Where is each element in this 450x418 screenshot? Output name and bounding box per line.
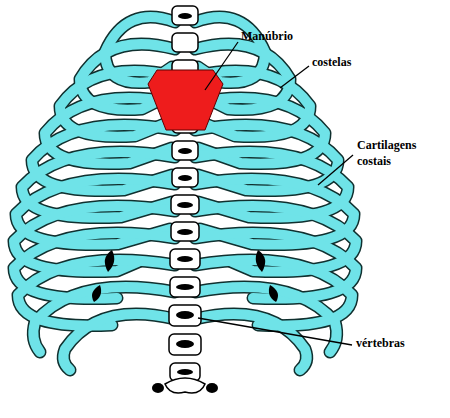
- ribs: [14, 17, 356, 370]
- manubrium: [148, 70, 223, 130]
- leader-lines: [198, 42, 353, 345]
- vertebrae: [165, 6, 205, 393]
- vertebrae-label: vértebras: [356, 335, 405, 351]
- intercostal-gaps: [92, 250, 278, 302]
- manubrium-label: Manúbrio: [241, 28, 293, 44]
- ribs-label: costelas: [312, 54, 351, 70]
- costal-cartilage-label: Cartilagens costais: [357, 137, 439, 169]
